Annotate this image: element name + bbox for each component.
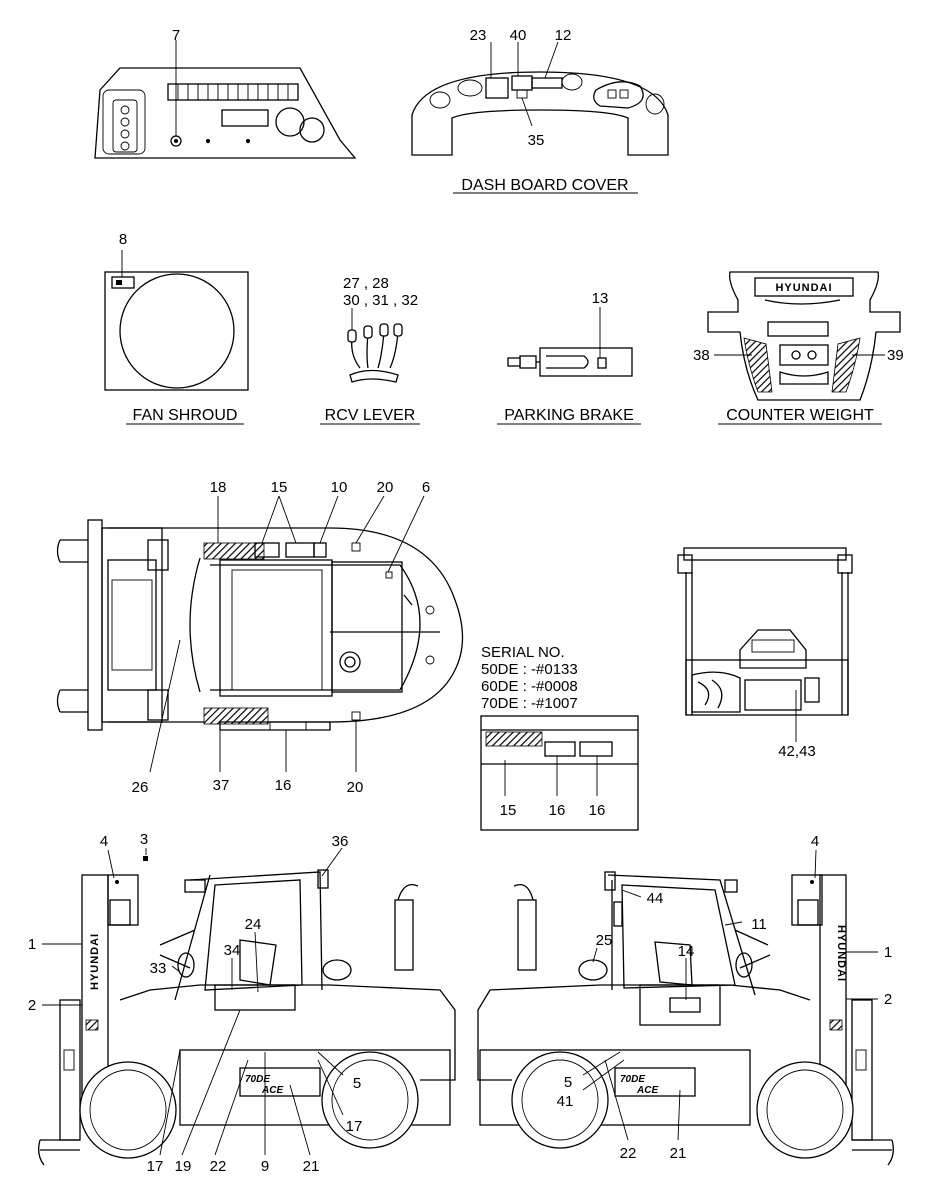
model-plate-left-line2: ACE bbox=[261, 1085, 283, 1096]
callout-34: 34 bbox=[224, 942, 241, 959]
callout-14: 14 bbox=[678, 943, 695, 960]
callout-16-inset-a: 16 bbox=[549, 802, 566, 819]
serial-title: SERIAL NO. bbox=[481, 644, 565, 661]
callout-20-top: 20 bbox=[377, 479, 394, 496]
callout-37: 37 bbox=[213, 777, 230, 794]
callout-36: 36 bbox=[332, 833, 349, 850]
callout-15-top: 15 bbox=[271, 479, 288, 496]
callout-11: 11 bbox=[751, 916, 767, 933]
indicator-strip bbox=[177, 84, 289, 100]
callout-25: 25 bbox=[596, 932, 613, 949]
rcv-lever: 27 , 28 30 , 31 , 32 RCV LEVER bbox=[320, 275, 420, 425]
model-plate-right-line1: 70DE bbox=[620, 1074, 645, 1085]
callout-1-left: 1 bbox=[28, 936, 36, 953]
callout-4-left: 4 bbox=[100, 833, 108, 850]
callout-44: 44 bbox=[647, 890, 664, 907]
mast-brand-label-left: HYUNDAI bbox=[89, 933, 101, 990]
caption-fan-shroud: FAN SHROUD bbox=[133, 407, 238, 424]
model-plate-right-line2: ACE bbox=[636, 1085, 658, 1096]
right-side-view: HYUNDAI 70DE ACE bbox=[477, 833, 894, 1166]
callout-24: 24 bbox=[245, 916, 262, 933]
callout-26: 26 bbox=[132, 779, 149, 796]
serial-line-70de: 70DE : -#1007 bbox=[481, 695, 578, 712]
callout-7: 7 bbox=[172, 27, 180, 44]
left-side-view: HYUNDAI 70DE ACE bbox=[28, 831, 456, 1175]
callout-19: 19 bbox=[175, 1158, 192, 1175]
callout-40: 40 bbox=[510, 27, 527, 44]
callout-21-left: 21 bbox=[303, 1158, 320, 1175]
reflector-stripe-left bbox=[743, 337, 773, 393]
mast-brand-label-right: HYUNDAI bbox=[835, 925, 847, 982]
callout-9: 9 bbox=[261, 1158, 269, 1175]
callout-16-inset-b: 16 bbox=[589, 802, 606, 819]
callout-22-right: 22 bbox=[620, 1145, 637, 1162]
reflector-stripe-right bbox=[831, 337, 861, 393]
callout-27-28: 27 , 28 bbox=[343, 275, 389, 292]
callout-16-top: 16 bbox=[275, 777, 292, 794]
callout-38: 38 bbox=[693, 347, 710, 364]
callout-30-31-32: 30 , 31 , 32 bbox=[343, 292, 418, 309]
callout-41: 41 bbox=[557, 1093, 574, 1110]
callout-23: 23 bbox=[470, 27, 487, 44]
counterweight-brand-label: HYUNDAI bbox=[775, 282, 832, 294]
callout-2-left: 2 bbox=[28, 997, 36, 1014]
callout-13: 13 bbox=[592, 290, 609, 307]
callout-2-right: 2 bbox=[884, 991, 892, 1008]
plan-view-top: 18 15 10 20 6 26 37 16 20 bbox=[56, 479, 464, 796]
caption-counter-weight: COUNTER WEIGHT bbox=[726, 407, 874, 424]
model-plate-left-line1: 70DE bbox=[245, 1074, 270, 1085]
dash-board-cover: 23 40 12 35 DASH BOARD COVER bbox=[411, 27, 669, 194]
callout-5-left: 5 bbox=[353, 1075, 361, 1092]
callout-21-right: 21 bbox=[670, 1145, 687, 1162]
callout-35: 35 bbox=[528, 132, 545, 149]
callout-1-right: 1 bbox=[884, 944, 892, 961]
callout-15-inset: 15 bbox=[500, 802, 517, 819]
fan-shroud: 8 FAN SHROUD bbox=[104, 231, 249, 425]
side-console-panel: 7 bbox=[94, 27, 357, 159]
callout-10: 10 bbox=[331, 479, 348, 496]
callout-12: 12 bbox=[555, 27, 572, 44]
caption-dash-board-cover: DASH BOARD COVER bbox=[461, 177, 628, 194]
callout-6: 6 bbox=[422, 479, 430, 496]
callout-42-43: 42,43 bbox=[778, 743, 816, 760]
serial-line-50de: 50DE : -#0133 bbox=[481, 661, 578, 678]
parking-brake: 13 PARKING BRAKE bbox=[497, 290, 641, 425]
callout-17-right-of-wheel: 17 bbox=[346, 1118, 363, 1135]
callout-5-right: 5 bbox=[564, 1074, 572, 1091]
callout-17-left: 17 bbox=[147, 1158, 164, 1175]
callout-8: 8 bbox=[119, 231, 127, 248]
callout-39: 39 bbox=[887, 347, 904, 364]
counter-weight: HYUNDAI 38 39 COUNTER WEIGHT bbox=[693, 271, 904, 425]
callout-20-bottom: 20 bbox=[347, 779, 364, 796]
caption-parking-brake: PARKING BRAKE bbox=[504, 407, 634, 424]
rear-view: 42,43 bbox=[677, 547, 853, 760]
serial-line-60de: 60DE : -#0008 bbox=[481, 678, 578, 695]
callout-18: 18 bbox=[210, 479, 227, 496]
serial-number-inset: SERIAL NO. 50DE : -#0133 60DE : -#0008 7… bbox=[480, 644, 639, 831]
callout-3: 3 bbox=[140, 831, 148, 848]
callout-33: 33 bbox=[150, 960, 167, 977]
callout-22-left: 22 bbox=[210, 1158, 227, 1175]
caption-rcv-lever: RCV LEVER bbox=[325, 407, 416, 424]
callout-4-right: 4 bbox=[811, 833, 819, 850]
